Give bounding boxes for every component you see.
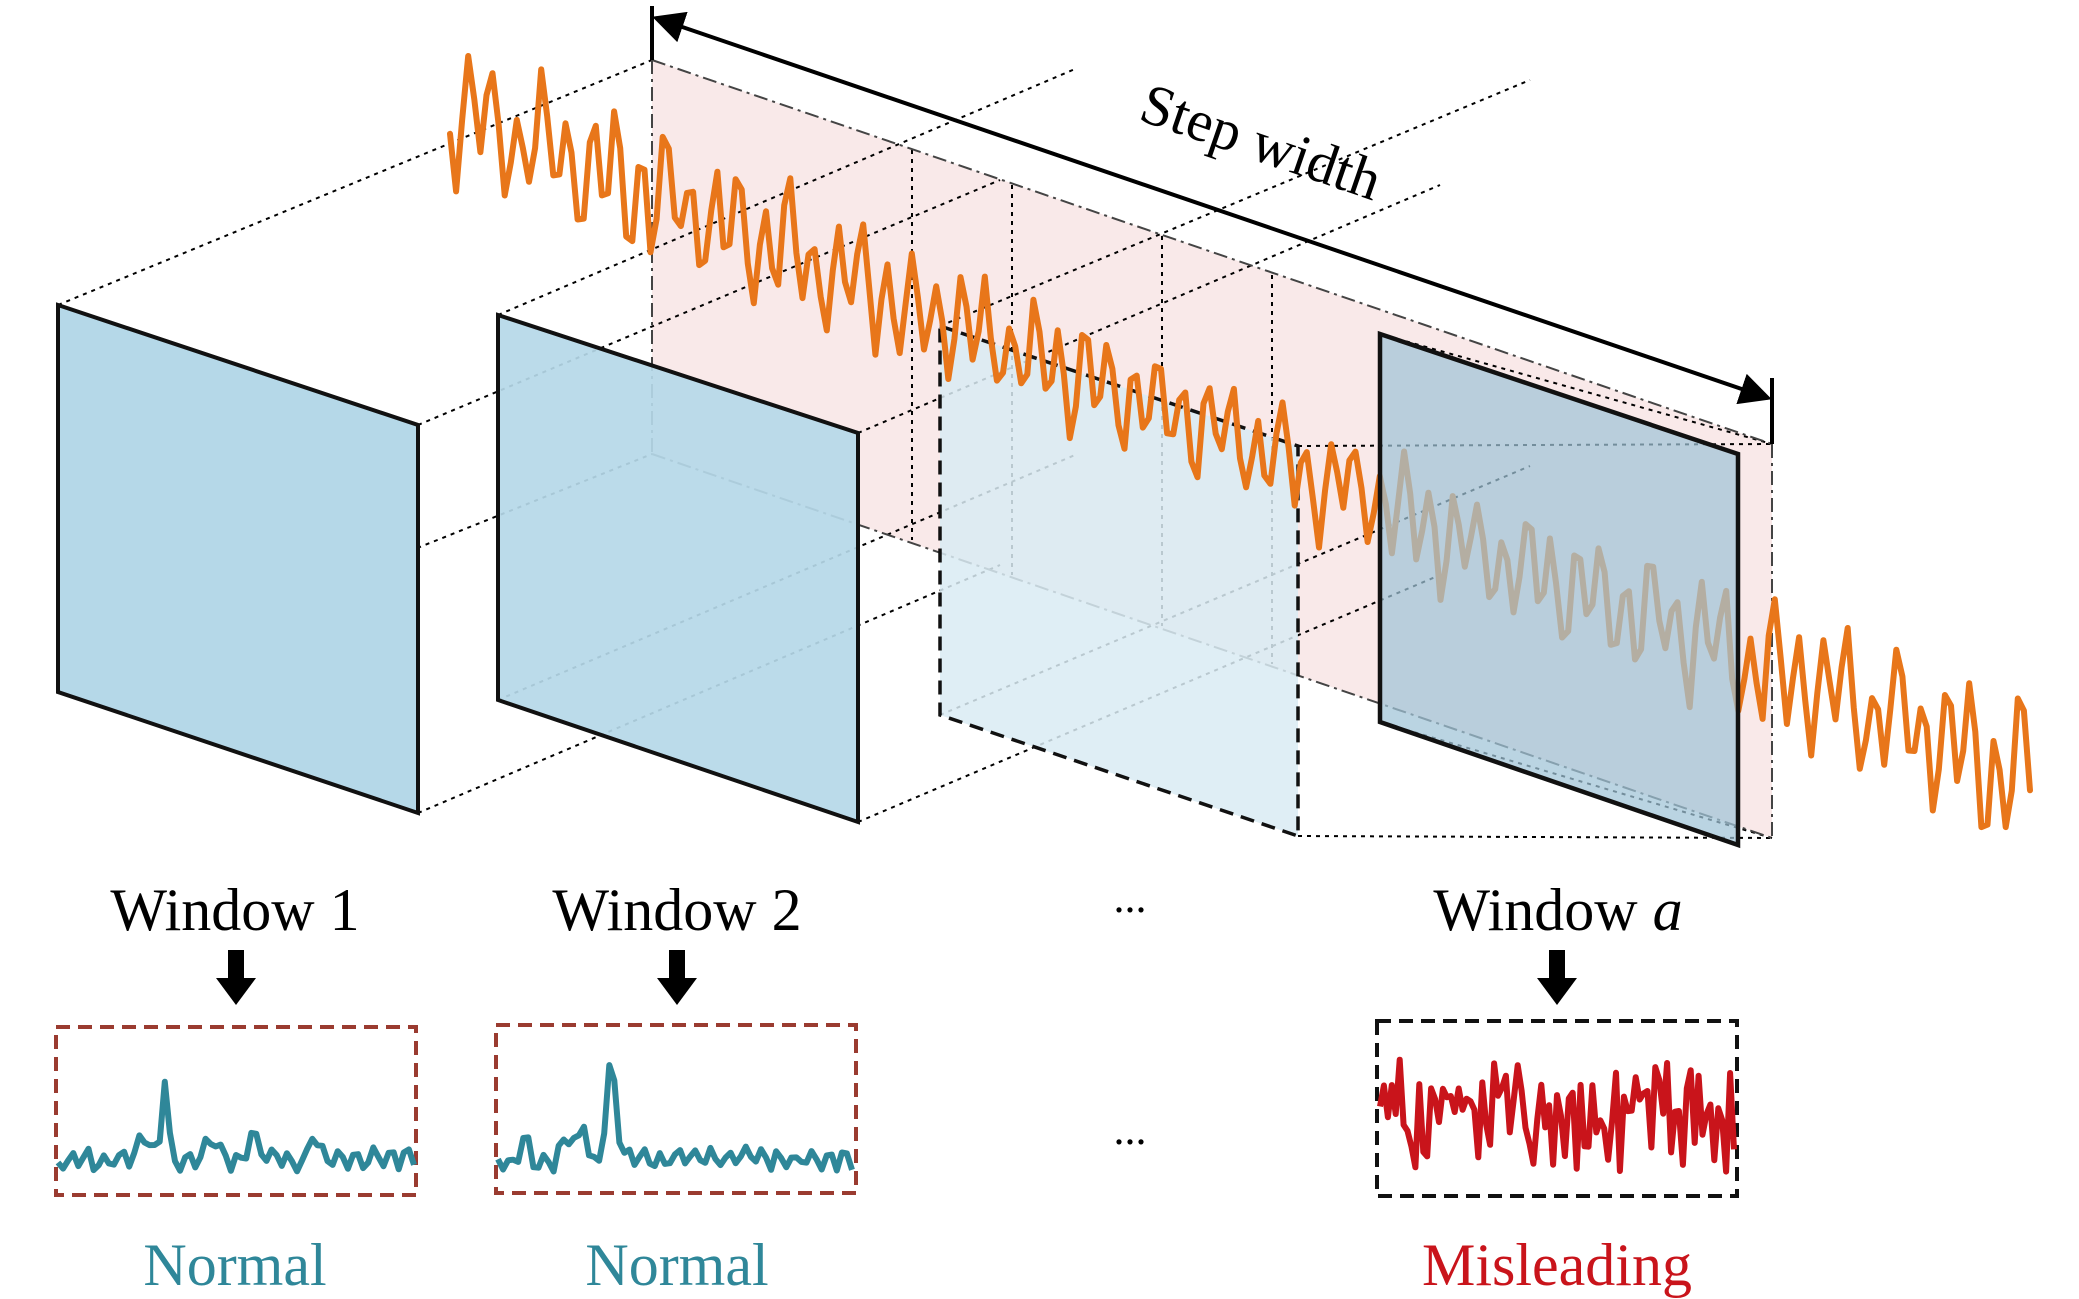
window-1-spectrum [55,1078,417,1175]
window-1-pane [56,302,420,816]
window-2-label: Window 2 [552,877,801,943]
ellipsis-bottom: ... [1114,1105,1147,1154]
ellipsis-top: ... [1114,873,1147,922]
down-arrow-icon [657,950,697,1005]
window-a-label-prefix: Window [1433,877,1652,943]
window-a-label-var: a [1653,877,1683,943]
window-a-result-box [1375,1019,1739,1198]
down-arrow-icon [216,950,256,1005]
window-2-spectrum [495,1062,855,1175]
window-2-status: Normal [585,1232,768,1298]
window-a-pane [1377,330,1741,849]
window-a-label: Window a [1433,877,1682,943]
window-1-result-box [54,1025,418,1197]
double-headed-arrow-icon [652,11,1772,405]
down-arrow-icon [1537,950,1577,1005]
window-2-result-box [494,1023,858,1195]
window-a-status: Misleading [1422,1232,1692,1298]
window-1-status: Normal [143,1232,326,1298]
window-1-label: Window 1 [110,877,359,943]
step-width-label: Step width [1133,70,1390,213]
window-a-spectrum [1377,1056,1737,1175]
